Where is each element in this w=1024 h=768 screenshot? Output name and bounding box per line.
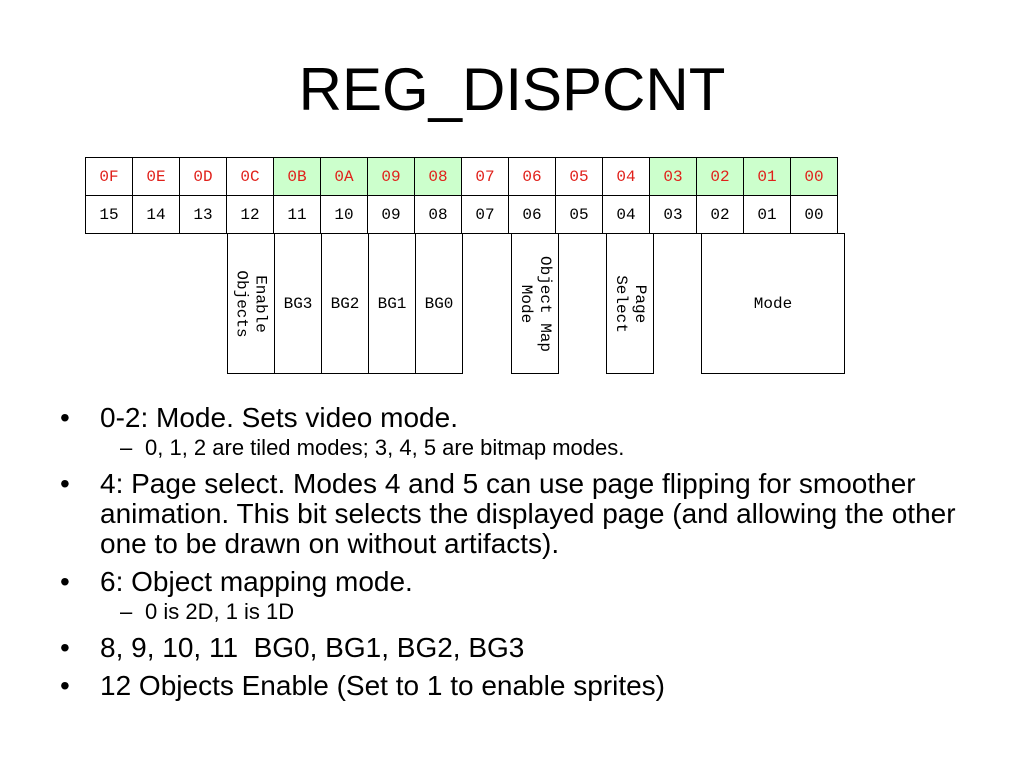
- decimal-bit-cell: 02: [696, 195, 744, 234]
- hex-bit-cell: 08: [414, 157, 462, 196]
- bullet-dot: •: [60, 670, 70, 701]
- decimal-bit-cell: 12: [226, 195, 274, 234]
- bullet-dot: •: [60, 402, 70, 433]
- field-page-select: Page Select: [606, 233, 654, 374]
- decimal-bit-cell: 01: [743, 195, 791, 234]
- register-fields: Enable Objects BG3 BG2 BG1 BG0 Object Ma…: [85, 233, 845, 375]
- decimal-bit-cell: 11: [273, 195, 321, 234]
- decimal-bit-cell: 00: [790, 195, 838, 234]
- hex-bit-cell: 0A: [320, 157, 368, 196]
- hex-bit-cell: 03: [649, 157, 697, 196]
- hex-bit-cell: 0B: [273, 157, 321, 196]
- bullet-dot: •: [60, 566, 70, 597]
- hex-bit-cell: 0E: [132, 157, 180, 196]
- hex-bit-cell: 04: [602, 157, 650, 196]
- sub-bullet-dash: –: [120, 435, 133, 460]
- hex-bit-cell: 05: [555, 157, 603, 196]
- hex-bit-cell: 01: [743, 157, 791, 196]
- field-bg2: BG2: [321, 233, 369, 374]
- decimal-bit-cell: 04: [602, 195, 650, 234]
- decimal-bit-cell: 03: [649, 195, 697, 234]
- bullet-dot: •: [60, 468, 70, 499]
- hex-bit-cell: 06: [508, 157, 556, 196]
- hex-bit-cell: 0F: [85, 157, 133, 196]
- bullet-mode: • 0-2: Mode. Sets video mode.: [60, 402, 458, 433]
- sub-bullet-object-mapping: – 0 is 2D, 1 is 1D: [120, 599, 295, 624]
- field-mode: Mode: [701, 233, 845, 374]
- hex-bit-cell: 09: [367, 157, 415, 196]
- bullet-page-select: • 4: Page select. Modes 4 and 5 can use …: [60, 468, 956, 559]
- bullet-dot: •: [60, 632, 70, 663]
- slide-title: REG_DISPCNT: [298, 56, 726, 123]
- decimal-bit-cell: 15: [85, 195, 133, 234]
- field-object-map-mode: Object Map Mode: [511, 233, 559, 374]
- decimal-bit-cell: 06: [508, 195, 556, 234]
- bullet-objects-enable: • 12 Objects Enable (Set to 1 to enable …: [60, 670, 665, 701]
- decimal-bit-cell: 05: [555, 195, 603, 234]
- field-bg3: BG3: [274, 233, 322, 374]
- hex-bit-cell: 02: [696, 157, 744, 196]
- sub-bullet-mode: – 0, 1, 2 are tiled modes; 3, 4, 5 are b…: [120, 435, 625, 460]
- decimal-bit-cell: 14: [132, 195, 180, 234]
- decimal-bit-cell: 07: [461, 195, 509, 234]
- sub-bullet-dash: –: [120, 599, 133, 624]
- field-bg1: BG1: [368, 233, 416, 374]
- decimal-bit-cell: 13: [179, 195, 227, 234]
- decimal-bit-cell: 08: [414, 195, 462, 234]
- decimal-bit-cell: 10: [320, 195, 368, 234]
- hex-bit-cell: 00: [790, 157, 838, 196]
- bullet-backgrounds: • 8, 9, 10, 11 BG0, BG1, BG2, BG3: [60, 632, 525, 663]
- bullet-object-mapping: • 6: Object mapping mode.: [60, 566, 413, 597]
- bullet-list: • 0-2: Mode. Sets video mode. – 0, 1, 2 …: [60, 395, 960, 701]
- field-enable-objects: Enable Objects: [227, 233, 275, 374]
- hex-bit-cell: 07: [461, 157, 509, 196]
- field-bg0: BG0: [415, 233, 463, 374]
- hex-bit-cell: 0C: [226, 157, 274, 196]
- decimal-bit-cell: 09: [367, 195, 415, 234]
- hex-bit-cell: 0D: [179, 157, 227, 196]
